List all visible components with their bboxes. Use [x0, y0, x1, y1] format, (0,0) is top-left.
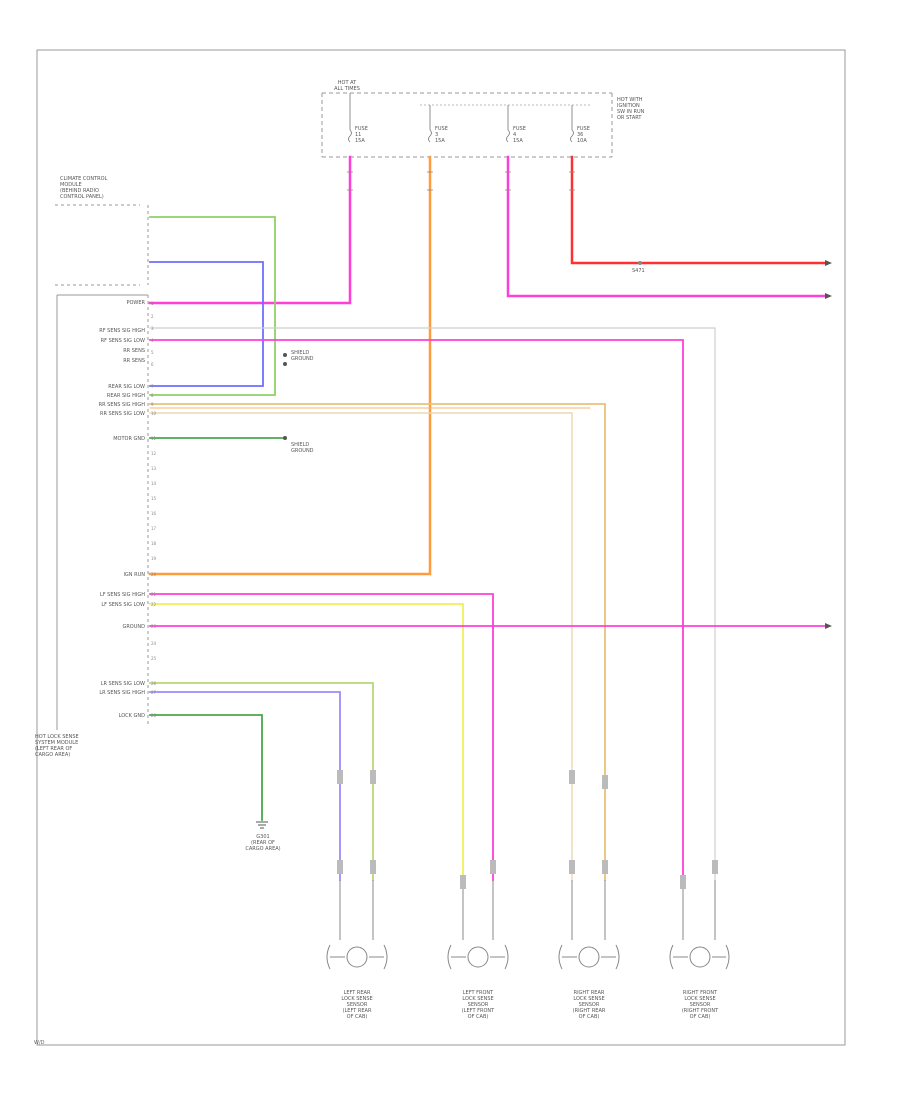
pin-label: POWER [126, 300, 145, 306]
svg-text:22: 22 [151, 602, 157, 607]
pin-label: RR SENS SIG LOW [100, 411, 145, 417]
sensor-label-left-front: LEFT FRONT LOCK SENSE SENSOR (LEFT FRONT… [461, 990, 495, 1020]
svg-text:6: 6 [151, 362, 154, 367]
svg-text:11: 11 [151, 436, 157, 441]
fuse-box [321, 92, 613, 158]
svg-text:14: 14 [151, 481, 157, 486]
pin-label: REAR SIG HIGH [106, 393, 145, 399]
ground-label: G301 (REAR OF CARGO AREA) [245, 834, 281, 852]
wire-power-pink [148, 155, 352, 305]
svg-text:10: 10 [151, 411, 157, 416]
pin-label: RR SENS [123, 348, 145, 354]
wire-red-right [570, 155, 827, 265]
sensor-label-right-rear: RIGHT REAR LOCK SENSE SENSOR (RIGHT REAR… [572, 990, 606, 1020]
svg-text:4: 4 [151, 338, 154, 343]
svg-text:18: 18 [151, 541, 157, 546]
svg-text:8: 8 [151, 393, 154, 398]
svg-text:19: 19 [151, 556, 157, 561]
fuse-box-label: HOT AT ALL TIMES [334, 80, 360, 92]
svg-text:28: 28 [151, 713, 157, 718]
pin-label: IGN RUN [123, 572, 145, 578]
footer-code: W/D [34, 1040, 45, 1046]
climate-module-outline [55, 204, 149, 286]
svg-text:23: 23 [151, 624, 157, 629]
svg-text:1: 1 [151, 301, 154, 306]
wire-orange [148, 155, 432, 576]
svg-text:5: 5 [151, 350, 154, 355]
splice-label: S471 [632, 268, 645, 274]
ignition-note-label: HOT WITH IGNITION SW IN RUN OR START [617, 97, 645, 121]
connector-marks [347, 171, 575, 191]
sensor-label-left-rear: LEFT REAR LOCK SENSE SENSOR (LEFT REAR O… [341, 990, 373, 1020]
pin-label: RF SENS SIG HIGH [99, 328, 145, 334]
main-module-label: HOT LOCK SENSE SYSTEM MODULE (LEFT REAR … [35, 734, 79, 758]
svg-text:21: 21 [151, 592, 157, 597]
fuse-label-1: FUSE 11 15A [355, 126, 368, 144]
pin-label: RF SENS SIG LOW [100, 338, 145, 344]
pin-label: RR SENS SIG HIGH [98, 402, 145, 408]
svg-text:25: 25 [151, 656, 157, 661]
shield-note-2: SHIELD GROUND [291, 442, 314, 454]
sensors [326, 880, 730, 970]
pin-label: LOCK GND [118, 713, 145, 719]
pin-label: LR SENS SIG LOW [100, 681, 145, 687]
pin-label: GROUND [122, 624, 145, 630]
svg-text:3: 3 [151, 326, 154, 331]
sensor-left-rear-icon [326, 880, 388, 970]
svg-text:16: 16 [151, 511, 157, 516]
main-module-outline [56, 294, 149, 730]
wire-green-climate [149, 216, 276, 396]
sensor-left-front-icon [447, 880, 509, 970]
climate-module-label: CLIMATE CONTROL MODULE (BEHIND RADIO CON… [60, 176, 108, 200]
shield-note-1: SHIELD GROUND [291, 350, 314, 362]
pin-label: MOTOR GND [113, 436, 145, 442]
fuse-label-2: FUSE 3 15A [435, 126, 448, 144]
svg-text:15: 15 [151, 496, 157, 501]
pin-label: LF SENS SIG HIGH [99, 592, 145, 598]
svg-text:17: 17 [151, 526, 157, 531]
sensor-connectors [337, 770, 718, 889]
svg-text:20: 20 [151, 572, 157, 577]
wires [148, 155, 827, 881]
svg-text:13: 13 [151, 466, 157, 471]
svg-text:7: 7 [151, 384, 154, 389]
pin-label: LF SENS SIG LOW [101, 602, 145, 608]
svg-text:26: 26 [151, 681, 157, 686]
svg-text:24: 24 [151, 641, 157, 646]
pin-label: RR SENS [123, 358, 145, 364]
sensor-right-rear-icon [558, 880, 620, 970]
right-edge-arrows [825, 260, 832, 629]
splice-dot-2 [283, 353, 287, 357]
splice-dot-3 [283, 362, 287, 366]
wire-pink-right [506, 155, 827, 298]
diagram-border [36, 49, 846, 1046]
sensor-label-right-front: RIGHT FRONT LOCK SENSE SENSOR (RIGHT FRO… [681, 990, 719, 1020]
sensor-right-front-icon [669, 880, 730, 970]
fuse-label-3: FUSE 4 15A [513, 126, 526, 144]
svg-text:9: 9 [151, 402, 154, 407]
svg-text:2: 2 [151, 314, 154, 319]
svg-text:12: 12 [151, 451, 157, 456]
pin-label: REAR SIG LOW [108, 384, 145, 390]
ground-symbol [256, 821, 268, 829]
svg-text:27: 27 [151, 690, 157, 695]
splice-dot [638, 261, 642, 265]
pin-label: LR SENS SIG HIGH [99, 690, 145, 696]
splice-dot-4 [283, 436, 287, 440]
fuse-label-4: FUSE 36 10A [577, 126, 590, 144]
wire-blue-climate [149, 261, 264, 387]
